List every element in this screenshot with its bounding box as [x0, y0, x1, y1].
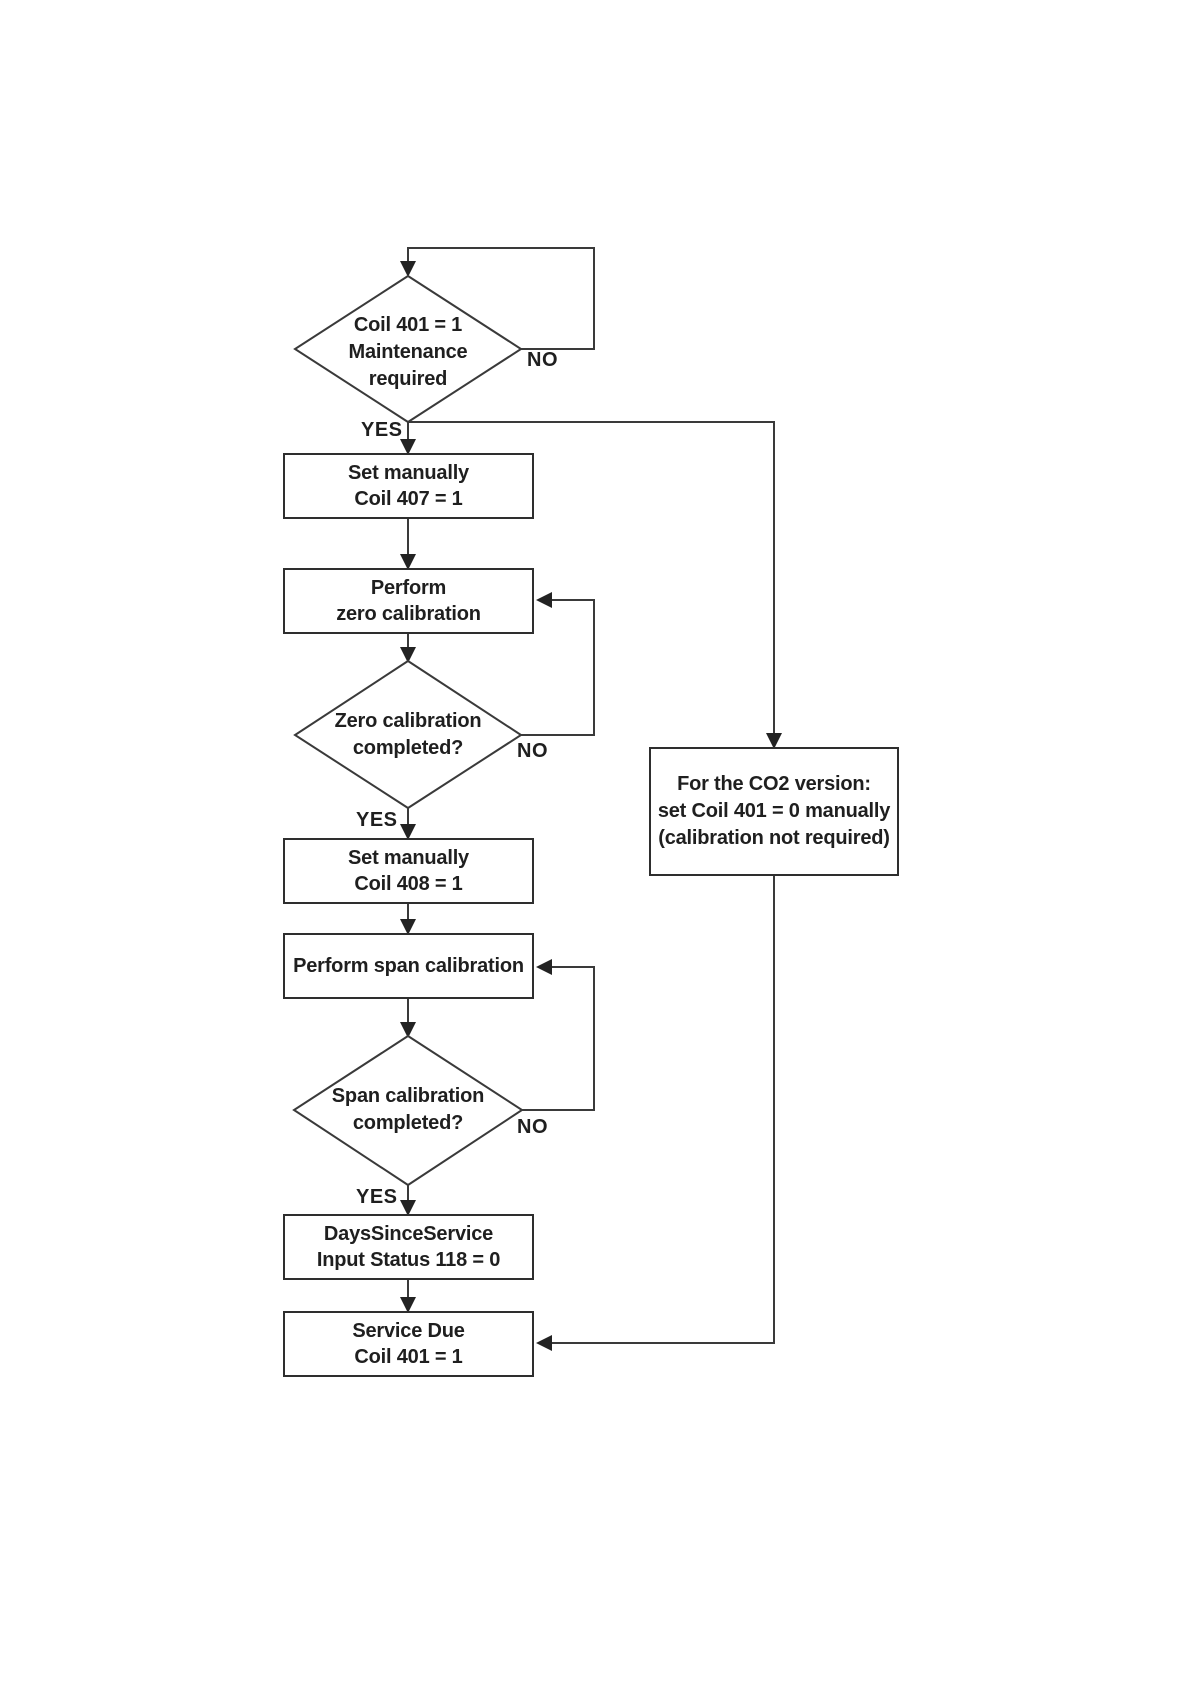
- note-text-line: For the CO2 version:: [677, 773, 871, 795]
- arrowhead-into-service-due-right: [536, 1335, 552, 1351]
- edge-label-no-maintenance: NO: [527, 349, 558, 371]
- edge-label-no-span-cal: NO: [517, 1116, 548, 1138]
- process-text-line: zero calibration: [336, 603, 481, 625]
- arrowhead-into-days: [400, 1200, 416, 1216]
- process-perform-zero-calibration: Perform zero calibration: [283, 568, 534, 634]
- diamond-span-cal-completed-outline: [292, 1034, 524, 1187]
- connector-branch-to-co2-note: [408, 421, 775, 734]
- process-text-line: Perform span calibration: [293, 955, 524, 977]
- process-text-line: Coil 407 = 1: [354, 488, 463, 510]
- connector-no-loop-zero-cal: [521, 599, 595, 736]
- arrowhead-no-into-zero-cal-box: [536, 592, 552, 608]
- process-days-since-service: DaysSinceService Input Status 118 = 0: [283, 1214, 534, 1280]
- process-text-line: Coil 408 = 1: [354, 873, 463, 895]
- decision-zero-cal-completed: Zero calibration completed?: [295, 707, 521, 763]
- edge-label-yes-span-cal: YES: [356, 1186, 398, 1208]
- edge-label-yes-zero-cal: YES: [356, 809, 398, 831]
- note-text-line: (calibration not required): [658, 827, 890, 849]
- arrowhead-into-span-decision: [400, 1022, 416, 1038]
- arrowhead-into-set407: [400, 439, 416, 455]
- decision-maintenance-required: Coil 401 = 1 Maintenance required: [295, 309, 521, 395]
- arrowhead-into-set408: [400, 824, 416, 840]
- decision-text-line: required: [368, 367, 448, 390]
- connector-no-loop-span-cal: [522, 966, 595, 1111]
- process-perform-span-calibration: Perform span calibration: [283, 933, 534, 999]
- decision-text-line: completed?: [352, 737, 464, 759]
- connector-co2-note-to-service-due: [551, 876, 775, 1344]
- process-text-line: Coil 401 = 1: [354, 1346, 463, 1368]
- process-text-line: Perform: [370, 577, 447, 599]
- process-set-coil-407: Set manually Coil 407 = 1: [283, 453, 534, 519]
- process-text-line: DaysSinceService: [323, 1223, 494, 1245]
- process-set-coil-408: Set manually Coil 408 = 1: [283, 838, 534, 904]
- diamond-maintenance-required-outline: [293, 274, 523, 424]
- process-text-line: Set manually: [348, 847, 469, 869]
- arrowhead-into-maintenance-decision: [400, 261, 416, 277]
- process-service-due: Service Due Coil 401 = 1: [283, 1311, 534, 1377]
- decision-text-line: Zero calibration: [334, 710, 482, 732]
- process-text-line: Set manually: [348, 462, 469, 484]
- edge-label-yes-maintenance: YES: [361, 419, 403, 441]
- arrowhead-into-zero-cal: [400, 554, 416, 570]
- diamond-zero-cal-completed-outline: [293, 659, 523, 810]
- decision-text-line: Span calibration: [331, 1085, 485, 1107]
- arrowhead-into-span-cal: [400, 919, 416, 935]
- decision-text-line: completed?: [352, 1112, 464, 1134]
- connector-no-loop-maintenance: [407, 247, 595, 350]
- edge-label-no-zero-cal: NO: [517, 740, 548, 762]
- arrowhead-into-zero-decision: [400, 647, 416, 663]
- arrowhead-into-service-due-top: [400, 1297, 416, 1313]
- note-text-line: set Coil 401 = 0 manually: [657, 800, 891, 822]
- arrowhead-into-co2-note: [766, 733, 782, 749]
- decision-span-cal-completed: Span calibration completed?: [294, 1082, 522, 1138]
- arrowhead-no-into-span-cal-box: [536, 959, 552, 975]
- decision-text-line: Maintenance: [348, 340, 468, 363]
- decision-text-line: Coil 401 = 1: [353, 313, 463, 336]
- process-text-line: Input Status 118 = 0: [316, 1249, 501, 1271]
- process-text-line: Service Due: [352, 1320, 465, 1342]
- note-co2-version: For the CO2 version: set Coil 401 = 0 ma…: [649, 747, 899, 876]
